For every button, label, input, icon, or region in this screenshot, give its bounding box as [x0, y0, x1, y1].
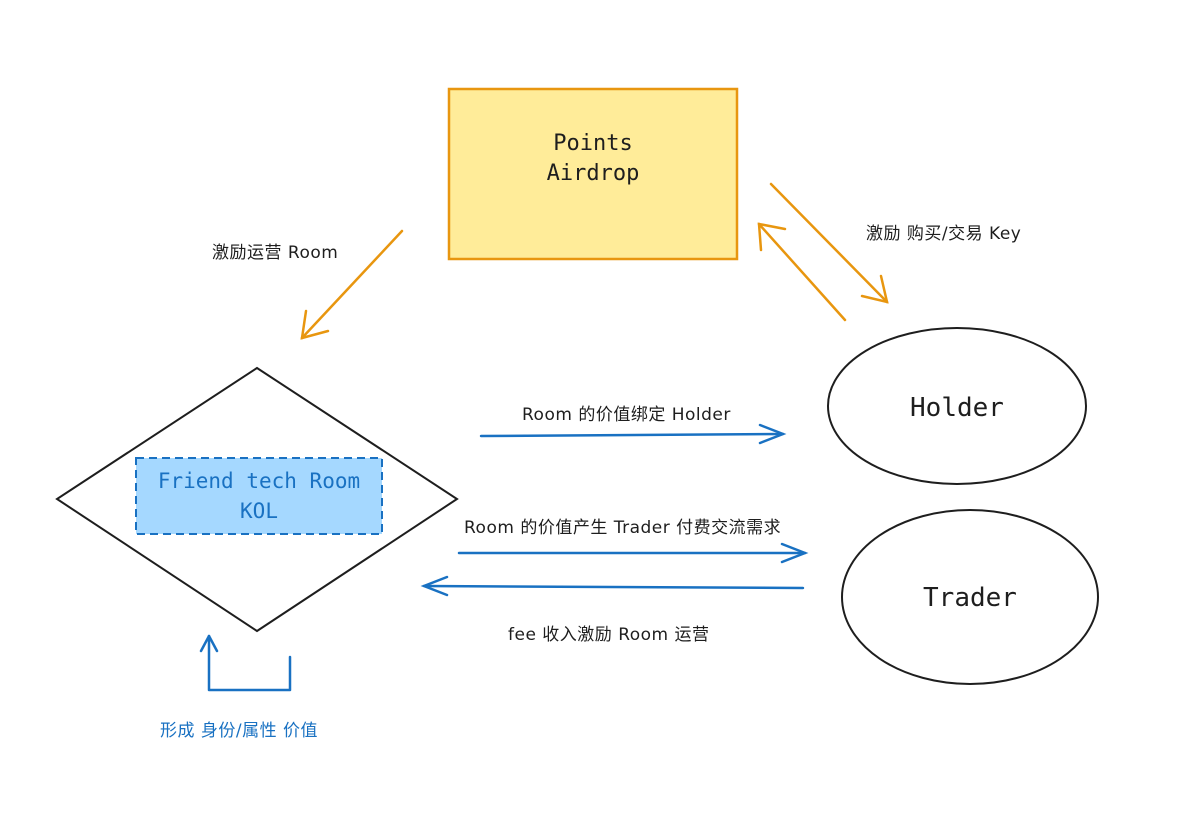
points-airdrop-box	[447, 87, 739, 261]
points-airdrop-text: Points Airdrop	[449, 89, 737, 259]
trader-label: Trader	[923, 583, 1017, 613]
friend-tech-room-text: Friend tech Room KOL	[136, 458, 382, 534]
friend-tech-room-box	[135, 457, 383, 535]
holder-ellipse	[827, 327, 1087, 485]
airdrop-label: Airdrop	[546, 161, 640, 186]
edge-label-incentivize-buy-key: 激励 购买/交易 Key	[866, 224, 1022, 244]
edge-label-room-trader-demand: Room 的价值产生 Trader 付费交流需求	[464, 518, 782, 538]
edge-label-identity-value: 形成 身份/属性 价值	[160, 721, 319, 741]
arrow-identity-loop	[199, 634, 292, 692]
arrow-points-to-room	[300, 229, 404, 340]
edge-label-incentivize-room: 激励运营 Room	[212, 243, 339, 263]
arrow-points-to-holder	[769, 182, 889, 304]
trader-ellipse	[841, 509, 1099, 685]
arrow-holder-to-points	[757, 222, 847, 322]
friend-tech-room-label: Friend tech Room	[157, 469, 361, 493]
points-label: Points	[553, 131, 633, 156]
arrow-room-to-holder	[479, 423, 787, 445]
kol-label: KOL	[240, 499, 278, 523]
holder-label: Holder	[910, 393, 1004, 423]
edge-label-fee-income: fee 收入激励 Room 运营	[508, 625, 710, 645]
arrow-trader-to-room	[420, 575, 805, 597]
arrow-room-to-trader	[457, 542, 809, 564]
edge-label-room-binds-holder: Room 的价值绑定 Holder	[522, 405, 731, 425]
